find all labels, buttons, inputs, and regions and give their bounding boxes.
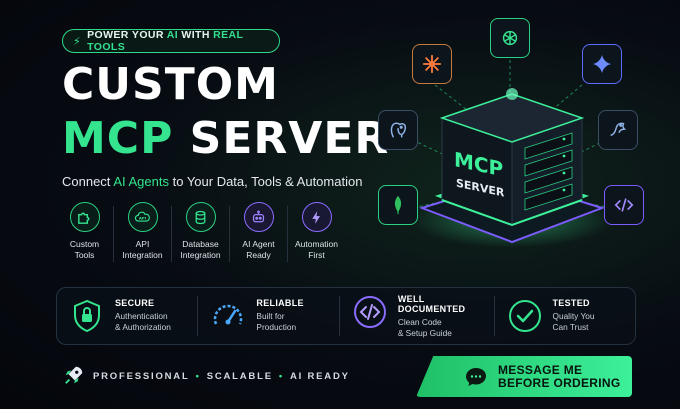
openai-icon <box>490 18 530 58</box>
tagline-pill: ⚡ POWER YOUR AI WITH REAL TOOLS <box>62 29 280 53</box>
benefits-panel: SECURE Authentication& Authorization REL… <box>56 287 636 345</box>
lightning-icon: ⚡ <box>73 35 82 48</box>
mongodb-leaf-icon <box>378 185 418 225</box>
headline-line-2: MCP SERVER <box>62 113 390 164</box>
postgresql-icon <box>378 110 418 150</box>
code-brackets-icon <box>604 185 644 225</box>
database-icon <box>185 202 216 232</box>
gauge-icon <box>214 304 243 325</box>
code-icon <box>353 296 386 328</box>
bottom-tagline: PROFESSIONAL•SCALABLE•AI READY <box>93 371 350 382</box>
mysql-dolphin-icon <box>598 110 638 150</box>
gemini-star-icon <box>582 44 622 84</box>
chat-bubble-icon <box>466 367 486 386</box>
benefit-well-documented: WELL DOCUMENTED Clean Code& Setup Guide <box>352 294 494 338</box>
rocket-icon <box>65 366 83 384</box>
subtitle: Connect AI Agents to Your Data, Tools & … <box>62 174 363 189</box>
robot-icon <box>243 202 274 232</box>
claude-spark-icon <box>412 44 452 84</box>
puzzle-icon <box>69 202 100 232</box>
pill-text: POWER YOUR AI WITH REAL TOOLS <box>87 29 244 53</box>
server-cube-graphic: MCP SERVER <box>401 60 623 248</box>
mcp-server-illustration: MCP SERVER <box>360 18 670 280</box>
benefit-secure: SECURE Authentication& Authorization <box>69 298 197 334</box>
svg-text:API: API <box>139 215 147 220</box>
lightning-icon <box>301 202 332 232</box>
check-circle-icon <box>508 300 541 332</box>
shield-lock-icon <box>74 299 100 333</box>
api-icon: API <box>127 202 158 232</box>
headline-line-1: CUSTOM <box>62 59 279 110</box>
